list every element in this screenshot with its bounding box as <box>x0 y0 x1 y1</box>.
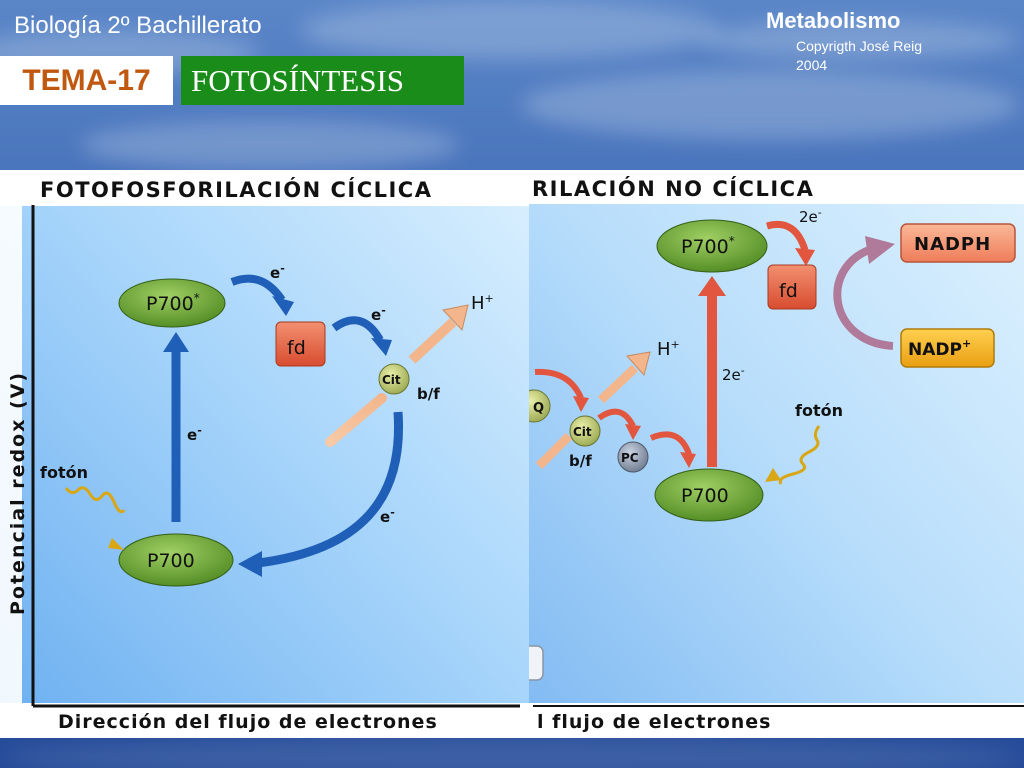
proton-path-lower <box>535 432 573 470</box>
svg-text:2e-: 2e- <box>722 364 745 384</box>
e-mid-label: e <box>371 306 381 324</box>
svg-text:2e-: 2e- <box>799 206 822 226</box>
nadp-label: NADP <box>908 340 962 360</box>
noncyclic-diagram-panel: RILACIÓN NO CÍCLICA l flujo de electrone… <box>529 170 1024 738</box>
svg-text:H+: H+ <box>471 292 494 314</box>
copyright-line2: 2004 <box>796 57 828 73</box>
svg-text:NADP+: NADP+ <box>908 337 971 360</box>
electron-return-arrow <box>257 411 404 568</box>
fd-box <box>275 321 326 367</box>
fd-label: fd <box>287 337 306 359</box>
pc-node <box>617 441 649 473</box>
arrow-q-to-cit <box>573 396 589 412</box>
axis-strip <box>0 703 535 738</box>
p700-label: P700 <box>147 550 195 572</box>
cit-node <box>569 415 601 447</box>
pc-label: PC <box>621 451 639 465</box>
h-plus-label: H <box>471 293 485 314</box>
q-node <box>529 389 551 423</box>
p700-star-node <box>118 278 226 328</box>
bf-label: b/f <box>417 385 440 403</box>
two-e-mid-label: 2e <box>722 366 741 384</box>
nadph-box <box>900 223 1016 263</box>
svg-text:P700*: P700* <box>146 291 200 315</box>
cit-label: Cit <box>573 425 592 439</box>
photon-wave <box>64 486 126 514</box>
fd-label: fd <box>779 280 798 302</box>
p700-star-label: P700 <box>146 293 194 315</box>
topic-label: TEMA-17 <box>0 56 173 105</box>
cyclic-title: FOTOFOSFORILACIÓN CÍCLICA <box>40 177 432 202</box>
title-strip <box>0 170 535 206</box>
nadp-box <box>900 328 995 368</box>
photon-label: fotón <box>795 401 843 420</box>
bf-label: b/f <box>569 452 592 470</box>
svg-text:P700*: P700* <box>681 234 735 258</box>
e-up-label: e <box>187 426 197 444</box>
arrow-to-fd <box>272 296 294 316</box>
course-title: Biología 2º Bachillerato <box>14 12 262 39</box>
svg-text:e-: e- <box>187 424 202 444</box>
cit-node <box>378 363 410 395</box>
subject-label: Metabolismo <box>766 8 901 33</box>
slide-title: FOTOSÍNTESIS <box>181 56 464 105</box>
noncyclic-title: RILACIÓN NO CÍCLICA <box>532 176 814 201</box>
arrow-to-cit <box>371 338 392 356</box>
p700-node <box>654 468 764 522</box>
e-top-label: e <box>270 264 280 282</box>
p700-label: P700 <box>681 485 729 507</box>
svg-text:e-: e- <box>270 262 285 282</box>
proton-path-upper <box>597 364 639 404</box>
q-label: Q <box>533 401 544 416</box>
svg-text:e-: e- <box>371 304 386 324</box>
copyright-line1: Copyrigth José Reig <box>796 38 923 54</box>
copyright-text: Copyrigth José Reig 2004 <box>796 37 966 75</box>
partial-node <box>529 645 544 681</box>
two-e-top-label: 2e <box>799 208 818 226</box>
arrow-cit-to-pc <box>625 424 641 440</box>
proton-path-lower <box>325 393 387 447</box>
title-strip <box>529 170 1024 204</box>
panel-background <box>0 170 535 738</box>
svg-text:e-: e- <box>380 506 395 526</box>
fd-box <box>767 264 817 310</box>
cit-label: Cit <box>382 373 401 387</box>
arrow-to-fd <box>795 248 815 266</box>
cyclic-diagram-panel: FOTOFOSFORILACIÓN CÍCLICA Potencial redo… <box>0 170 535 738</box>
p700-star-label: P700 <box>681 236 729 258</box>
axis-strip <box>529 703 1024 738</box>
proton-path-upper <box>408 318 457 364</box>
arrow-pc-to-p700 <box>680 452 696 468</box>
h-plus-label: H <box>657 339 671 360</box>
nadph-label: NADPH <box>914 234 991 255</box>
e-return-label: e <box>380 508 390 526</box>
nadp-reduction-arrow <box>833 246 894 350</box>
y-axis-label: Potencial redox (V) <box>7 371 29 615</box>
svg-text:H+: H+ <box>657 338 680 360</box>
p700-node <box>118 533 234 587</box>
photon-wave <box>778 425 821 485</box>
x-axis-label: Dirección del flujo de electrones <box>58 711 438 733</box>
photon-label: fotón <box>40 463 88 482</box>
x-axis-label: l flujo de electrones <box>537 711 772 733</box>
p700-star-node <box>656 219 768 273</box>
